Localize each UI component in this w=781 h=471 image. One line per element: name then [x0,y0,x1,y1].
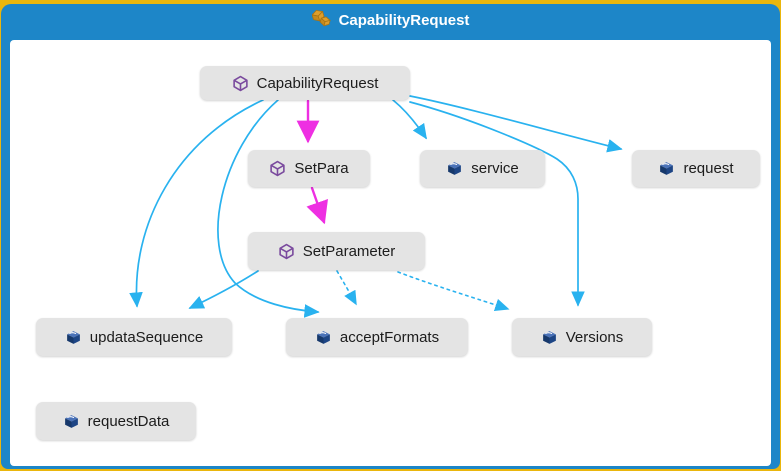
node-label: service [471,160,519,177]
gold-cubes-icon [310,8,332,32]
purple-package-cube-icon [269,160,286,177]
node-label: CapabilityRequest [256,74,379,92]
navy-cube-icon [63,413,80,430]
node-updatasequence[interactable]: updataSequence [36,318,232,356]
node-label: SetParameter [302,242,396,260]
node-capabilityrequest[interactable]: CapabilityRequest [200,66,410,100]
node-label: acceptFormats [339,328,440,346]
navy-cube-icon [65,329,82,346]
edge-setparameter-updatasequence [188,270,259,309]
window-title: CapabilityRequest [338,11,470,29]
node-requestdata[interactable]: requestData [36,402,196,440]
node-label: request [683,160,734,177]
edge-setpara-setparameter [306,186,328,225]
edge-capabilityrequest-updatasequence [129,99,264,308]
navy-cube-icon [315,329,332,346]
edge-capabilityrequest-service [392,99,427,140]
node-setpara[interactable]: SetPara [248,150,370,187]
edge-capabilityrequest-acceptformats [217,99,320,318]
purple-package-cube-icon [232,75,249,92]
node-label: requestData [87,412,170,430]
navy-cube-icon [658,160,675,177]
node-setparameter[interactable]: SetParameter [248,232,425,270]
node-label: updataSequence [89,328,204,346]
purple-package-cube-icon [278,243,295,260]
node-acceptformats[interactable]: acceptFormats [286,318,468,356]
edge-capabilityrequest-versions [409,101,585,307]
edge-capabilityrequest-request [409,95,623,153]
navy-cube-icon [446,160,463,177]
navy-cube-icon [541,329,558,346]
edge-setparameter-versions [397,271,510,312]
node-request[interactable]: request [632,150,760,187]
node-label: Versions [565,328,624,346]
window-titlebar[interactable]: CapabilityRequest [1,4,780,36]
node-versions[interactable]: Versions [512,318,652,356]
edge-setparameter-acceptformats [336,270,357,306]
node-service[interactable]: service [420,150,545,187]
node-label: SetPara [294,160,349,177]
